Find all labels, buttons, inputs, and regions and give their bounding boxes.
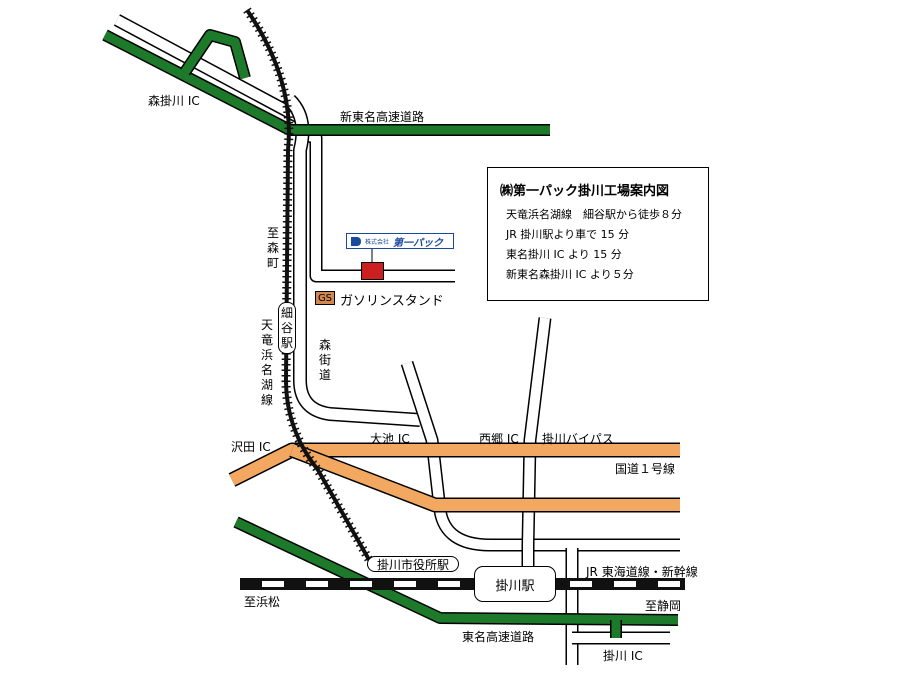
factory-marker — [361, 262, 384, 280]
access-info-line: 新東名森掛川 IC より５分 — [506, 268, 634, 281]
company-logo-mark — [351, 236, 361, 246]
tomei-expressway — [233, 516, 679, 638]
kakegawa-station: 掛川駅 — [474, 566, 556, 602]
kakegawa-shiyakusho-station: 掛川市役所駅 — [367, 556, 459, 572]
company-logo-name: 第一パック — [393, 237, 444, 249]
to-morimachi-label: 至森町 — [266, 226, 279, 270]
rail-tie — [350, 581, 372, 587]
gas-station-badge: GS — [315, 291, 335, 305]
to-shizuoka-label: 至静岡 — [645, 599, 682, 613]
mori-kaido-label: 森街道 — [318, 338, 331, 382]
rail-tie — [262, 581, 284, 587]
rail-tie — [570, 581, 592, 587]
kakegawa-station-label: 掛川駅 — [495, 578, 535, 594]
oike-ic-label: 大池 IC — [370, 432, 410, 446]
shin-tomei-label: 新東名高速道路 — [340, 110, 425, 124]
tomei-label: 東名高速道路 — [462, 630, 535, 644]
rail-tie — [438, 581, 460, 587]
mori-kakegawa-ic-label: 森掛川 IC — [148, 94, 200, 108]
company-logo: 株式会社 第一パック — [346, 233, 454, 249]
kakegawa-ic-label: 掛川 IC — [603, 649, 643, 663]
access-info-line: 東名掛川 IC より 15 分 — [506, 248, 622, 261]
to-hamamatsu-label: 至浜松 — [244, 595, 281, 609]
rail-tie — [306, 581, 328, 587]
jr-tokaido-label: JR 東海道線・新幹線 — [586, 565, 698, 579]
tenryu-hamanako-line-label: 天竜浜名湖線 — [260, 318, 273, 407]
access-info-title: ㈱第一パック掛川工場案内図 — [500, 184, 670, 199]
sawada-ic-label: 沢田 IC — [231, 440, 271, 454]
hosoya-station-label: 細谷駅 — [281, 305, 294, 350]
saigo-ic-label: 西郷 IC — [479, 432, 519, 446]
company-logo-small-text: 株式会社 — [365, 238, 390, 246]
rail-tie — [658, 581, 680, 587]
access-info-line: 天竜浜名湖線 細谷駅から徒歩８分 — [506, 208, 682, 221]
tenryu-hamanako-railway — [243, 7, 376, 568]
rail-tie — [614, 581, 636, 587]
route1-road — [228, 442, 680, 513]
kakegawa-shiyakusho-station-label: 掛川市役所駅 — [376, 557, 449, 572]
access-info-line: JR 掛川駅より車で 15 分 — [506, 228, 630, 241]
access-info-box: ㈱第一パック掛川工場案内図 天竜浜名湖線 細谷駅から徒歩８分 JR 掛川駅より車… — [487, 167, 709, 301]
rail-tie — [394, 581, 416, 587]
hosoya-station: 細谷駅 — [278, 302, 296, 354]
kakegawa-bypass-label: 掛川バイパス — [542, 432, 614, 446]
route1-label: 国道１号線 — [615, 462, 676, 476]
gas-station-label: ガソリンスタンド — [340, 294, 444, 309]
